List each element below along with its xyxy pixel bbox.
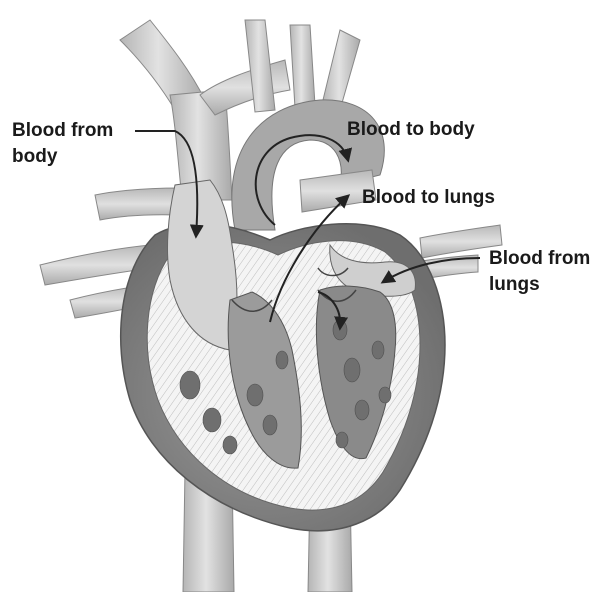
brachiocephalic-vessel [200, 60, 290, 115]
label-blood-from-body-line2: body [12, 144, 113, 170]
label-blood-to-lungs: Blood to lungs [362, 185, 495, 211]
aorta-branch-3 [322, 30, 360, 110]
label-blood-from-lungs: Blood from lungs [489, 246, 590, 298]
left-upper-vein [95, 188, 180, 220]
label-blood-from-lungs-line2: lungs [489, 272, 590, 298]
aorta-branch-2 [290, 25, 315, 108]
label-blood-from-lungs-line1: Blood from [489, 246, 590, 272]
heart-body [121, 180, 445, 531]
label-blood-from-body-line1: Blood from [12, 118, 113, 144]
label-blood-from-body: Blood from body [12, 118, 113, 170]
label-blood-to-body: Blood to body [347, 117, 475, 143]
